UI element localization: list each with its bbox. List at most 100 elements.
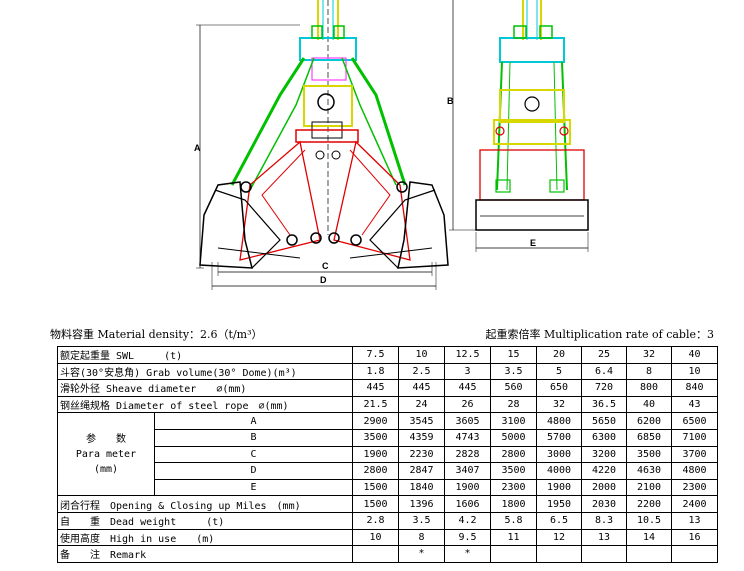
table-cell: 6.4 (581, 362, 627, 381)
table-cell: 6.5 (536, 511, 582, 530)
table-cell: 1840 (398, 478, 445, 497)
table-cell: 1950 (536, 495, 582, 513)
table-cell: 650 (536, 379, 582, 397)
table-cell: 10 (352, 528, 399, 547)
table-cell: 2.8 (352, 511, 399, 530)
table-cell: 720 (581, 379, 627, 397)
table-cell: 6850 (626, 428, 672, 447)
table-cell: 16 (671, 528, 718, 547)
param-unit: (mm) (93, 463, 119, 475)
table-cell: 32 (536, 395, 582, 414)
table-cell: 26 (444, 395, 491, 414)
table-cell: 1800 (490, 495, 537, 513)
table-cell: 5.8 (490, 511, 537, 530)
material-density-caption: 物料容重 Material density：2.6（t/m³） (50, 328, 263, 341)
dim-label-d: D (320, 275, 327, 285)
table-cell: 10.5 (626, 511, 672, 530)
table-cell: 3000 (536, 445, 582, 464)
table-row-param-a: 参 数 Para meter (mm) A 2900 3545 3605 310… (57, 412, 718, 497)
table-cell (352, 545, 399, 563)
table-cell: 1500 (352, 478, 399, 497)
table-row-grab-volume: 斗容(30°安息角) Grab volume(30° Dome)(m³) 1.8… (57, 362, 718, 381)
table-cell: 4359 (398, 428, 445, 447)
table-row-remark: 备 注 Remark * * (57, 545, 718, 563)
table-row-sheave-diameter: 滑轮外径 Sheave diameter ∅(mm) 445 445 445 5… (57, 379, 718, 397)
table-cell: 15 (490, 346, 537, 364)
table-cell: 2828 (444, 445, 491, 464)
table-row-high-in-use: 使用高度 High in use (m) 10 8 9.5 11 12 13 1… (57, 528, 718, 547)
table-cell: 4800 (536, 412, 582, 430)
table-cell: 20 (536, 346, 582, 364)
side-view (449, 0, 589, 252)
table-cell: 2800 (490, 445, 537, 464)
table-cell: 840 (671, 379, 718, 397)
table-cell: 3500 (352, 428, 399, 447)
table-cell: 10 (671, 362, 718, 381)
table-cell: 2900 (352, 412, 399, 430)
table-cell: 40 (626, 395, 672, 414)
table-row-param-d: D 2800 2847 3407 3500 4000 4220 4630 480… (58, 462, 718, 480)
row-label: 斗容(30°安息角) Grab volume(30° Dome)(m³) (57, 362, 353, 381)
row-label: 备 注 Remark (57, 545, 353, 563)
table-cell: 6300 (581, 428, 627, 447)
table-cell: 3700 (671, 445, 718, 464)
table-cell: 40 (671, 346, 718, 364)
row-label: 额定起重量 SWL (t) (57, 346, 353, 364)
param-key: E (154, 478, 353, 497)
cable-multiplication-caption: 起重索倍率 Multiplication rate of cable：3 (485, 328, 714, 341)
dim-label-b: B (447, 96, 454, 106)
dim-label-a: A (194, 143, 201, 153)
table-cell: 4630 (626, 462, 672, 480)
table-row-param-b: B 3500 4359 4743 5000 5700 6300 6850 710… (58, 428, 718, 447)
table-cell: 2100 (626, 478, 672, 497)
table-cell: 2.5 (398, 362, 445, 381)
table-cell: 1900 (444, 478, 491, 497)
table-cell: 3500 (626, 445, 672, 464)
param-key: A (154, 412, 353, 430)
table-cell: 4.2 (444, 511, 491, 530)
table-cell: 5000 (490, 428, 537, 447)
table-cell: 5700 (536, 428, 582, 447)
table-cell: 25 (581, 346, 627, 364)
param-label-en: Para meter (75, 448, 137, 460)
table-cell: 8 (398, 528, 445, 547)
table-cell: 13 (581, 528, 627, 547)
table-cell: 5650 (581, 412, 627, 430)
table-cell: 7.5 (352, 346, 399, 364)
table-cell: 445 (444, 379, 491, 397)
table-row-opening-closing: 闭合行程 Opening & Closing up Miles (mm) 150… (57, 495, 718, 513)
param-label-cn: 参 数 (86, 433, 126, 445)
param-key: C (154, 445, 353, 464)
table-cell: 3200 (581, 445, 627, 464)
spec-table-body: 额定起重量 SWL (t) 7.5 10 12.5 15 20 25 32 40… (57, 346, 718, 563)
table-cell: 1900 (352, 445, 399, 464)
table-row-param-c: C 1900 2230 2828 2800 3000 3200 3500 370… (58, 445, 718, 464)
table-cell: 3.5 (398, 511, 445, 530)
row-label: 闭合行程 Opening & Closing up Miles (mm) (57, 495, 353, 513)
table-cell: 3500 (490, 462, 537, 480)
table-cell: * (398, 545, 445, 563)
table-cell: 4000 (536, 462, 582, 480)
table-cell: 2230 (398, 445, 445, 464)
table-cell: 800 (626, 379, 672, 397)
table-cell: 8 (626, 362, 672, 381)
table-cell: 3100 (490, 412, 537, 430)
table-cell: 1500 (352, 495, 399, 513)
row-label: 钢丝绳规格 Diameter of steel rope ∅(mm) (57, 395, 353, 414)
table-cell: 445 (352, 379, 399, 397)
grab-technical-drawing: A C D B E (194, 0, 589, 290)
table-cell: 2300 (671, 478, 718, 497)
table-cell: 6500 (671, 412, 718, 430)
table-row-swl: 额定起重量 SWL (t) 7.5 10 12.5 15 20 25 32 40 (57, 346, 718, 364)
table-cell: 2000 (581, 478, 627, 497)
table-cell: 13 (671, 511, 718, 530)
table-cell: 8.3 (581, 511, 627, 530)
table-cell: 4800 (671, 462, 718, 480)
front-view (196, 0, 449, 290)
table-cell: 4743 (444, 428, 491, 447)
row-label: 滑轮外径 Sheave diameter ∅(mm) (57, 379, 353, 397)
table-cell (490, 545, 537, 563)
param-key: D (154, 462, 353, 480)
table-cell: 2400 (671, 495, 718, 513)
spec-table: 额定起重量 SWL (t) 7.5 10 12.5 15 20 25 32 40… (57, 346, 718, 563)
